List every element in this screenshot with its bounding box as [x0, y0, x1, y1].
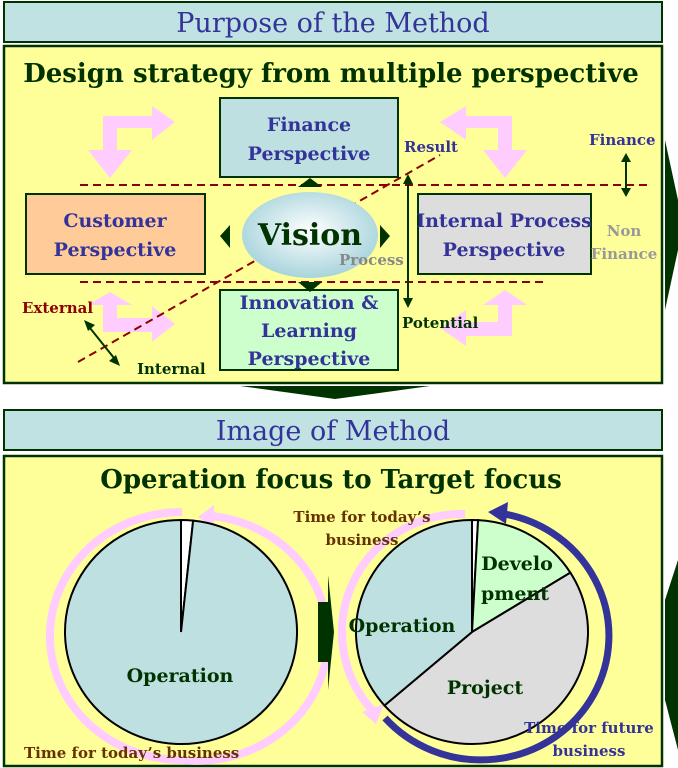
arrow-down-icon	[621, 188, 631, 197]
left-today-arc	[46, 508, 183, 764]
down-arrow-icon	[240, 386, 430, 399]
right-arrow-icon	[665, 140, 678, 310]
transition-arrowhead-icon	[328, 575, 334, 690]
innovation-learning-box	[219, 289, 399, 371]
strategy-title: Design strategy from multiple perspectiv…	[23, 59, 639, 89]
right-today-arc	[338, 509, 466, 713]
right-future-arc	[382, 509, 613, 764]
arrowhead-icon	[362, 704, 384, 724]
finance-perspective-box	[219, 97, 399, 178]
pie-slice-operation	[355, 518, 473, 707]
bent-arrow-icon	[88, 106, 175, 178]
pie-slice-operation	[64, 518, 298, 745]
focus-title: Operation focus to Target focus	[100, 465, 562, 495]
pie-slice-project	[383, 571, 589, 745]
bent-arrow-icon	[440, 290, 527, 346]
right-operation-label: Operation	[349, 615, 456, 637]
external-internal-axis	[89, 327, 115, 359]
arrowhead-icon	[198, 505, 214, 528]
process-label: Process	[339, 251, 404, 269]
left-operation-label: Operation	[127, 665, 234, 687]
vision-label: Vision	[257, 218, 362, 253]
arrow-icon	[84, 320, 95, 331]
transition-arrow-icon	[318, 602, 328, 662]
header-image-title: Image of Method	[216, 416, 450, 447]
external-label: External	[22, 299, 93, 317]
customer-perspective-box	[25, 193, 206, 275]
arrow-icon	[109, 355, 120, 366]
internal-process-box	[417, 193, 592, 275]
header-bar-purpose	[3, 1, 663, 43]
right-pie-chart	[355, 518, 589, 745]
arrow-up-icon	[298, 178, 322, 187]
left-today-caption: Time for today’s business	[24, 744, 239, 762]
arrowhead-icon	[488, 502, 508, 524]
bent-arrow-icon	[440, 106, 527, 178]
finance-axis-label: Finance	[589, 131, 656, 149]
header-bar-image	[3, 409, 663, 451]
result-label: Result	[404, 138, 458, 156]
vision-ellipse	[242, 192, 378, 278]
internal-label: Internal	[137, 360, 206, 378]
vision-arrowheads	[220, 178, 390, 292]
pink-cycle-arrows	[88, 106, 527, 346]
header-purpose-title: Purpose of the Method	[176, 8, 489, 39]
pie-slice-development	[470, 519, 572, 634]
arrow-up-icon	[621, 153, 631, 162]
left-pie-chart	[64, 518, 298, 745]
right-arrow-icon	[665, 560, 678, 750]
arrow-left-icon	[220, 225, 230, 248]
project-label: Project	[447, 677, 524, 699]
arrow-right-icon	[380, 225, 390, 248]
potential-label: Potential	[402, 314, 479, 332]
arrow-down-icon	[298, 282, 322, 292]
arrow-down-icon	[403, 298, 413, 308]
bent-arrow-icon	[88, 292, 175, 342]
arrow-up-icon	[403, 174, 413, 184]
